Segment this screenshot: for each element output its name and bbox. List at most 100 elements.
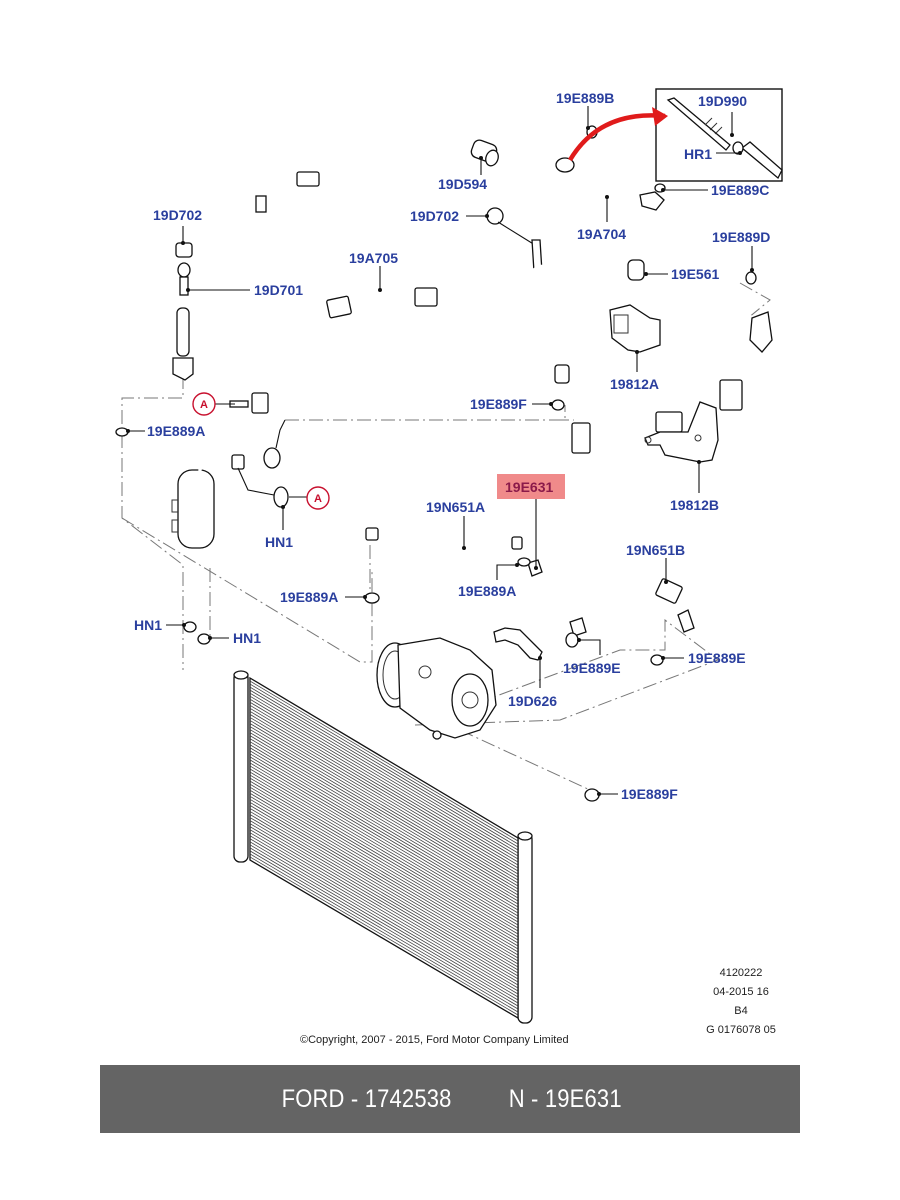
condenser-fin [249,692,519,854]
label-19E631-highlighted[interactable]: 19E631 [505,479,553,495]
highlight-box-19E631 [497,474,565,499]
condenser-fin [249,829,519,989]
copyright-text: ©Copyright, 2007 - 2015, Ford Motor Comp… [300,1034,569,1046]
label-19E889E-right[interactable]: 19E889E [688,650,746,666]
reference-part-number: N - 19E631 [509,1084,623,1113]
red-arrow-head [652,107,668,126]
pipe-19N651A [365,500,523,622]
label-19E889A-mid[interactable]: 19E889A [458,583,516,599]
condenser-fin [249,720,519,881]
condenser-fin [249,768,519,929]
label-19812B[interactable]: 19812B [670,497,719,513]
part-19D702-mid [486,207,543,273]
condenser-fin [249,823,519,983]
assembly-guide-lines [121,282,771,791]
condenser-fin [249,759,519,920]
label-19D594[interactable]: 19D594 [438,176,487,192]
label-19D702-left[interactable]: 19D702 [153,207,202,223]
condenser-fin [249,711,519,872]
condenser-fin [249,841,519,1001]
pipe-19A705 [229,259,773,414]
condenser-fins [249,680,519,1016]
condenser-fin [249,805,519,965]
condenser-fin [249,838,519,998]
condenser-fin [249,850,519,1010]
label-19E889F-bottom[interactable]: 19E889F [621,786,678,802]
part-19812A [609,304,661,353]
label-19E889E-mid[interactable]: 19E889E [563,660,621,676]
condenser-fin [249,750,519,911]
condenser-fin [249,786,519,947]
label-19E561[interactable]: 19E561 [671,266,719,282]
condenser-fin [249,835,519,995]
condenser-fin [249,792,519,953]
part-19E631 [527,559,587,637]
condenser-fin [249,738,519,899]
label-19A705[interactable]: 19A705 [349,250,398,266]
callout-a-lower: A [306,486,330,510]
label-19E889A-low[interactable]: 19E889A [280,589,338,605]
condenser-fin [249,777,519,938]
condenser-fin [249,795,519,956]
part-labels: 19E889B 19D990 HR1 19E889C 19D594 19A704… [134,90,770,802]
label-HN1-left[interactable]: HN1 [134,617,162,633]
condenser-fin [249,701,519,863]
oem-part-number: FORD - 1742538 [281,1084,452,1113]
label-19812A[interactable]: 19812A [610,376,659,392]
callout-a-upper-text: A [200,399,208,411]
label-19E889A-left[interactable]: 19E889A [147,423,205,439]
label-HN1-dryer[interactable]: HN1 [265,534,293,550]
condenser-fin [249,683,519,845]
label-19E889F-top[interactable]: 19E889F [470,396,527,412]
condenser-fin [249,802,519,962]
condenser-fin [249,798,519,959]
condenser-fin [249,844,519,1004]
condenser-fin [249,783,519,944]
condenser-fin [249,747,519,908]
condenser-fin [249,856,519,1016]
label-19E889C[interactable]: 19E889C [711,182,769,198]
drawing-metadata: 4120222 04-2015 16 B4 G 0176078 05 [706,967,776,1036]
label-19A704[interactable]: 19A704 [577,226,626,242]
condenser-fin [249,689,519,851]
condenser-fin [249,732,519,893]
label-19D990[interactable]: 19D990 [698,93,747,109]
condenser-fin [249,820,519,980]
callout-a-upper: A [192,392,216,416]
condenser-fin [249,780,519,941]
condenser-fin [249,832,519,992]
condenser-fin [249,726,519,887]
label-HN1-right[interactable]: HN1 [233,630,261,646]
condenser-fin [249,729,519,890]
label-19N651B[interactable]: 19N651B [626,542,685,558]
leader-lines [126,106,754,796]
condenser-fin [249,814,519,974]
compressor [376,637,497,740]
condenser-fin [249,723,519,884]
callout-a-lower-text: A [314,493,322,505]
condenser-fin [249,680,519,842]
meta-line-2: 04-2015 16 [713,986,769,998]
label-19N651A[interactable]: 19N651A [426,499,485,515]
condenser-fin [249,741,519,902]
condenser-fin [249,714,519,875]
inset-detail-19D990 [568,88,783,182]
condenser-fin [249,735,519,896]
label-HR1[interactable]: HR1 [684,146,712,162]
meta-line-4: G 0176078 05 [706,1024,776,1036]
label-19D701[interactable]: 19D701 [254,282,303,298]
condenser [186,658,533,1024]
condenser-fin [249,765,519,926]
label-19D702-mid[interactable]: 19D702 [410,208,459,224]
part-19D702-19D701-left [172,242,194,381]
label-19E889D[interactable]: 19E889D [712,229,770,245]
condenser-fin [249,789,519,950]
label-19E889B[interactable]: 19E889B [556,90,614,106]
label-19D626[interactable]: 19D626 [508,693,557,709]
condenser-fin [249,698,519,860]
meta-line-1: 4120222 [720,967,763,979]
condenser-fin [249,817,519,977]
condenser-fin [249,704,519,866]
condenser-fin [249,762,519,923]
